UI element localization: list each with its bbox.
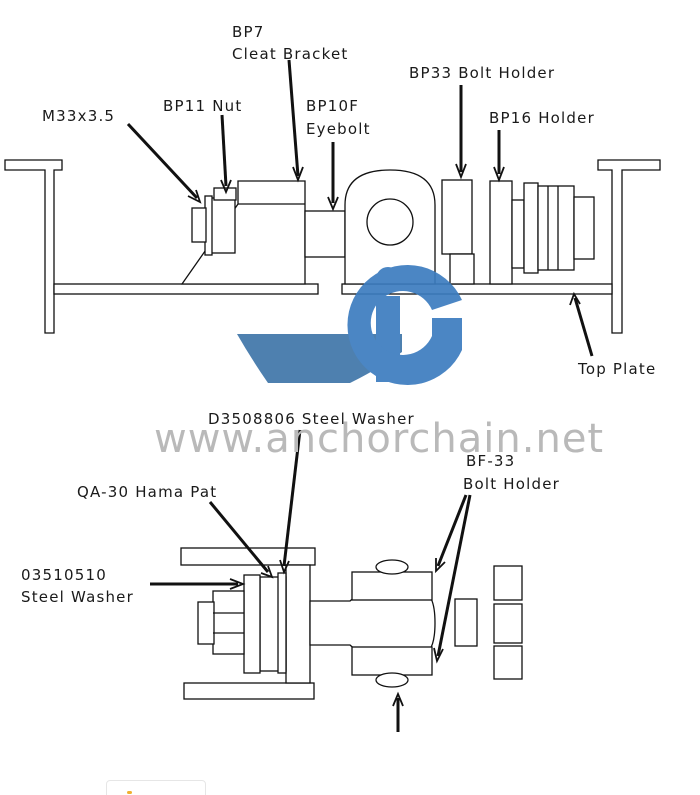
end-cap	[573, 196, 595, 260]
label-m33: M33x3.5	[42, 107, 115, 125]
left-beam	[4, 159, 63, 334]
leader-bp16-head	[493, 166, 505, 183]
leader-top-plate	[573, 297, 594, 357]
label-bp10f: BP10F	[306, 97, 359, 115]
bf33-lower-block	[351, 646, 433, 676]
right-flange-bottom	[493, 645, 523, 680]
leader-qa30	[208, 501, 270, 573]
bottom-bolt-end	[197, 601, 215, 645]
leader-steel-washer-d	[282, 429, 302, 567]
leader-bp11-head	[220, 179, 232, 195]
label-top-plate: Top Plate	[577, 360, 656, 378]
bp16-holder	[489, 180, 513, 285]
end-flange	[523, 182, 539, 274]
leader-bf33-upper	[436, 494, 468, 567]
label-bf33: BF-33	[466, 452, 515, 470]
label-steel-washer-03510510: Steel Washer	[21, 588, 134, 606]
right-beam	[597, 159, 661, 334]
top-plate-right	[341, 283, 613, 295]
label-bp33-bolt-holder: BP33 Bolt Holder	[409, 64, 555, 82]
steel-washer-03510510	[243, 574, 261, 674]
end-pin	[454, 598, 478, 647]
label-cleat-bracket: Cleat Bracket	[232, 45, 348, 63]
watermark-logo	[237, 265, 462, 385]
label-03510510: 03510510	[21, 566, 107, 584]
right-flange-mid	[493, 603, 523, 644]
bracket-upper-plate	[180, 547, 316, 566]
leader-bf33-lower-head	[433, 647, 444, 664]
bolt-head-top	[375, 559, 409, 575]
end-flange-ring	[537, 185, 575, 271]
bp33-bolt-holder	[441, 179, 473, 255]
leader-m33-head	[187, 189, 202, 204]
leader-cleat-bracket	[287, 59, 300, 177]
leader-top-plate-head	[569, 291, 581, 306]
label-eyebolt: Eyebolt	[306, 120, 371, 138]
bottom-nut	[212, 590, 245, 655]
leader-bottom-pin-head	[392, 691, 404, 707]
corner-widget	[106, 780, 206, 795]
leader-bp11	[220, 114, 228, 187]
bf33-upper-block	[351, 571, 433, 601]
bp33-lower-block	[449, 253, 475, 285]
eyebolt-hole	[366, 198, 414, 246]
label-bp16-holder: BP16 Holder	[489, 109, 595, 127]
leader-cleat-bracket-head	[292, 166, 304, 183]
leader-03510510-head	[229, 578, 246, 590]
leader-bf33-upper-head	[435, 558, 446, 574]
top-view	[4, 59, 661, 357]
leader-qa30-head	[260, 565, 274, 579]
leader-m33	[126, 122, 199, 200]
cleat-body	[285, 564, 311, 684]
bp16-spacer	[511, 199, 525, 269]
steel-washer-d3508806	[277, 572, 287, 674]
top-plate-left	[53, 283, 319, 295]
bolt-end	[191, 207, 207, 243]
label-bp11-nut: BP11 Nut	[163, 97, 242, 115]
right-flange-top	[493, 565, 523, 601]
top-labels: BP7 Cleat Bracket BP33 Bolt Holder M33x3…	[42, 23, 656, 378]
bolt-head-bottom	[375, 672, 409, 688]
leader-bp10f-head	[327, 196, 339, 212]
bottom-labels: D3508806 Steel Washer BF-33 Bolt Holder …	[21, 410, 560, 606]
label-steel-washer-d3508806: D3508806 Steel Washer	[208, 410, 415, 428]
bottom-view	[150, 429, 523, 732]
corner-dot-icon	[127, 791, 132, 794]
bp11-nut	[209, 197, 236, 254]
leader-bp33-head	[455, 163, 467, 180]
label-bolt-holder: Bolt Holder	[463, 475, 560, 493]
leader-steel-washer-d-head	[279, 559, 290, 575]
label-qa30-hama-pat: QA-30 Hama Pat	[77, 483, 217, 501]
leader-bf33-lower	[436, 494, 472, 657]
bracket-lower-plate	[183, 682, 315, 700]
watermark-url: www.anchorchain.net	[154, 416, 604, 462]
label-bp7: BP7	[232, 23, 264, 41]
logo-letter-g	[347, 265, 462, 385]
eyebolt-shaft	[304, 210, 346, 258]
